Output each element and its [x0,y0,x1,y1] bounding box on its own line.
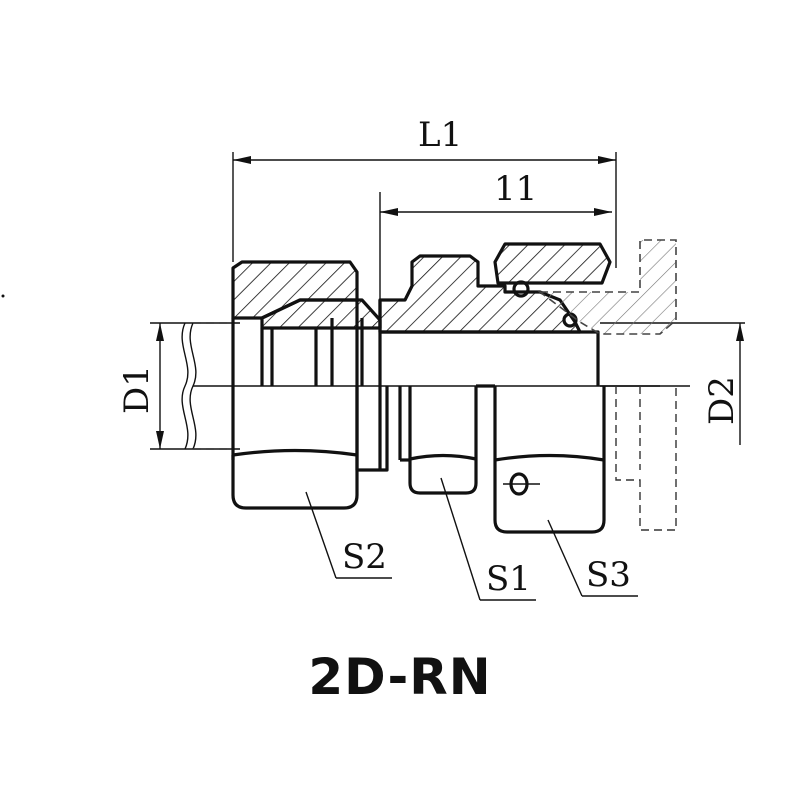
label-s3: S3 [586,555,631,595]
leader-s2 [305,491,392,579]
dimension-d2-label: D2 [702,376,742,425]
left-sleeve [260,298,389,472]
dimension-d1-label: D1 [117,365,157,414]
right-nut [493,242,612,534]
leader-s3 [547,519,638,597]
dimension-11-label: 11 [494,169,537,209]
dimension-11 [379,192,612,300]
leader-s1 [440,477,536,601]
body [378,254,582,495]
edge-mark [1,294,5,298]
drawing-title: 2D-RN [308,648,492,706]
body-bore [380,330,600,386]
mating-part [537,239,677,531]
dimension-l1 [232,152,617,268]
label-s2: S2 [342,537,387,577]
dimension-l1-label: L1 [418,115,462,155]
label-s1: S1 [486,559,531,599]
